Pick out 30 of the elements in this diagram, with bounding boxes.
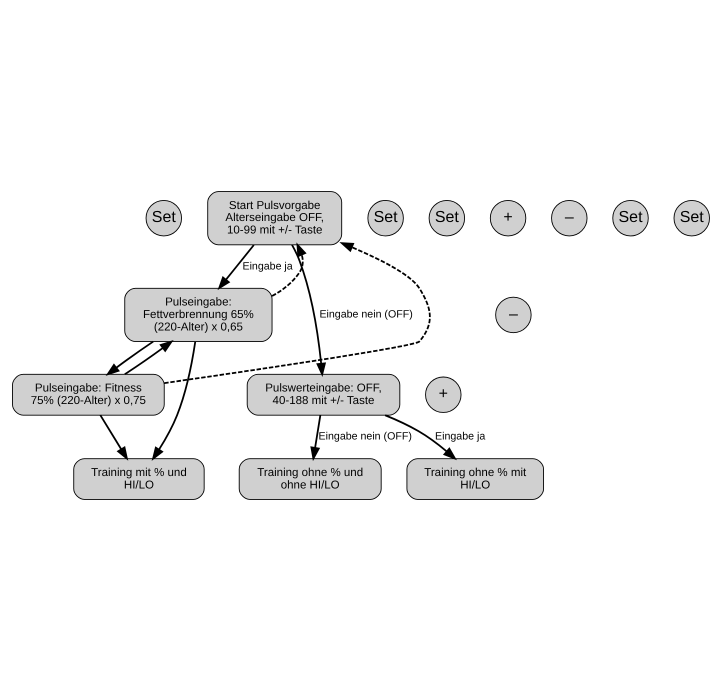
node-box: Pulseingabe: Fitness 75% (220-Alter) x 0,75 — [12, 373, 165, 416]
node-circle: Set — [612, 199, 649, 236]
node-circle: Set — [146, 199, 182, 236]
arrow — [218, 244, 255, 290]
arrow — [100, 414, 128, 460]
arrow — [164, 242, 431, 384]
node-box: Pulswerteingabe: OFF, 40-188 mit +/- Taste — [246, 373, 400, 416]
arrow — [384, 414, 457, 460]
node-circle: Set — [674, 199, 710, 236]
arrow — [291, 244, 326, 376]
edge-label: Eingabe ja — [435, 430, 486, 442]
node-box: Training mit % und HI/LO — [73, 458, 205, 500]
arrow — [124, 339, 174, 375]
node-circle: Set — [428, 199, 466, 236]
node-box: Training ohne % und ohne HI/LO — [238, 458, 382, 500]
arrow — [272, 242, 307, 296]
arrow — [106, 340, 154, 376]
edge-label: Eingabe nein (OFF) — [319, 308, 413, 320]
node-box: Training ohne % mit HI/LO — [406, 458, 544, 500]
node-box: Start Pulsvorgabe Alterseingabe OFF, 10-99 mit +/- Taste — [207, 190, 342, 245]
edge-label: Eingabe ja — [242, 260, 293, 272]
edge-label: Eingabe nein (OFF) — [318, 430, 412, 442]
node-circle: – — [551, 199, 588, 236]
node-circle: + — [425, 376, 462, 412]
node-circle: Set — [367, 199, 404, 236]
node-circle: + — [490, 199, 526, 236]
arrow — [152, 341, 196, 460]
node-box: Pulseingabe: Fettverbrennung 65% (220-Alter) x 0,65 — [124, 287, 272, 342]
arrow — [310, 414, 322, 461]
node-circle: – — [495, 296, 532, 333]
